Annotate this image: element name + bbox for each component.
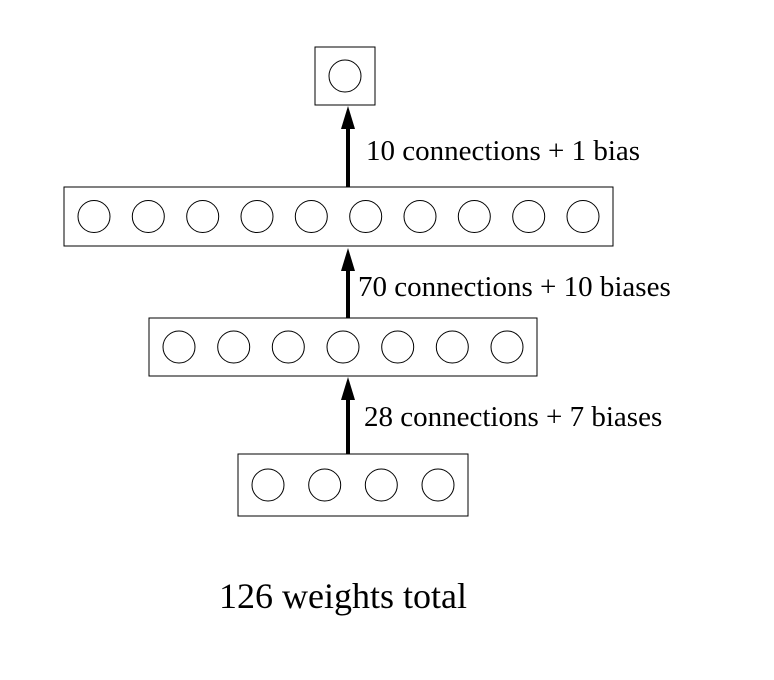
neuron	[162, 330, 196, 364]
layer-hidden-1	[148, 317, 538, 377]
neuron	[217, 330, 251, 364]
neuron	[457, 200, 491, 233]
neuron	[381, 330, 415, 364]
neuron	[240, 200, 274, 233]
layer-hidden-1-neurons	[162, 330, 524, 364]
neuron	[308, 468, 342, 502]
connection-label-input-hidden-1: 28 connections + 7 biases	[364, 401, 662, 433]
neuron	[294, 200, 328, 233]
layer-output	[314, 46, 376, 106]
layer-hidden-2	[63, 186, 614, 247]
arrow-head	[341, 106, 355, 129]
neuron	[364, 468, 398, 502]
neuron	[403, 200, 437, 233]
layer-hidden-2-neurons	[77, 200, 600, 233]
neuron	[328, 59, 362, 93]
layer-input-neurons	[251, 468, 455, 502]
arrow-head	[341, 248, 355, 271]
neuron	[512, 200, 546, 233]
neuron	[421, 468, 455, 502]
arrow-hidden-1-to-hidden-2	[341, 248, 355, 318]
arrow-head	[341, 377, 355, 400]
arrow-hidden-2-to-output	[341, 106, 355, 187]
neuron	[271, 330, 305, 364]
neuron	[251, 468, 285, 502]
layer-input	[237, 453, 469, 517]
neuron	[349, 200, 383, 233]
neuron	[131, 200, 165, 233]
neuron	[186, 200, 220, 233]
neuron	[490, 330, 524, 364]
connection-label-hidden-2-output: 10 connections + 1 bias	[366, 135, 640, 167]
neuron	[326, 330, 360, 364]
neuron	[566, 200, 600, 233]
neuron	[435, 330, 469, 364]
neuron	[77, 200, 111, 233]
total-weights-label: 126 weights total	[219, 576, 467, 616]
connection-label-hidden-1-hidden-2: 70 connections + 10 biases	[358, 271, 671, 303]
layer-output-neurons	[328, 59, 362, 93]
arrow-input-to-hidden-1	[341, 377, 355, 454]
